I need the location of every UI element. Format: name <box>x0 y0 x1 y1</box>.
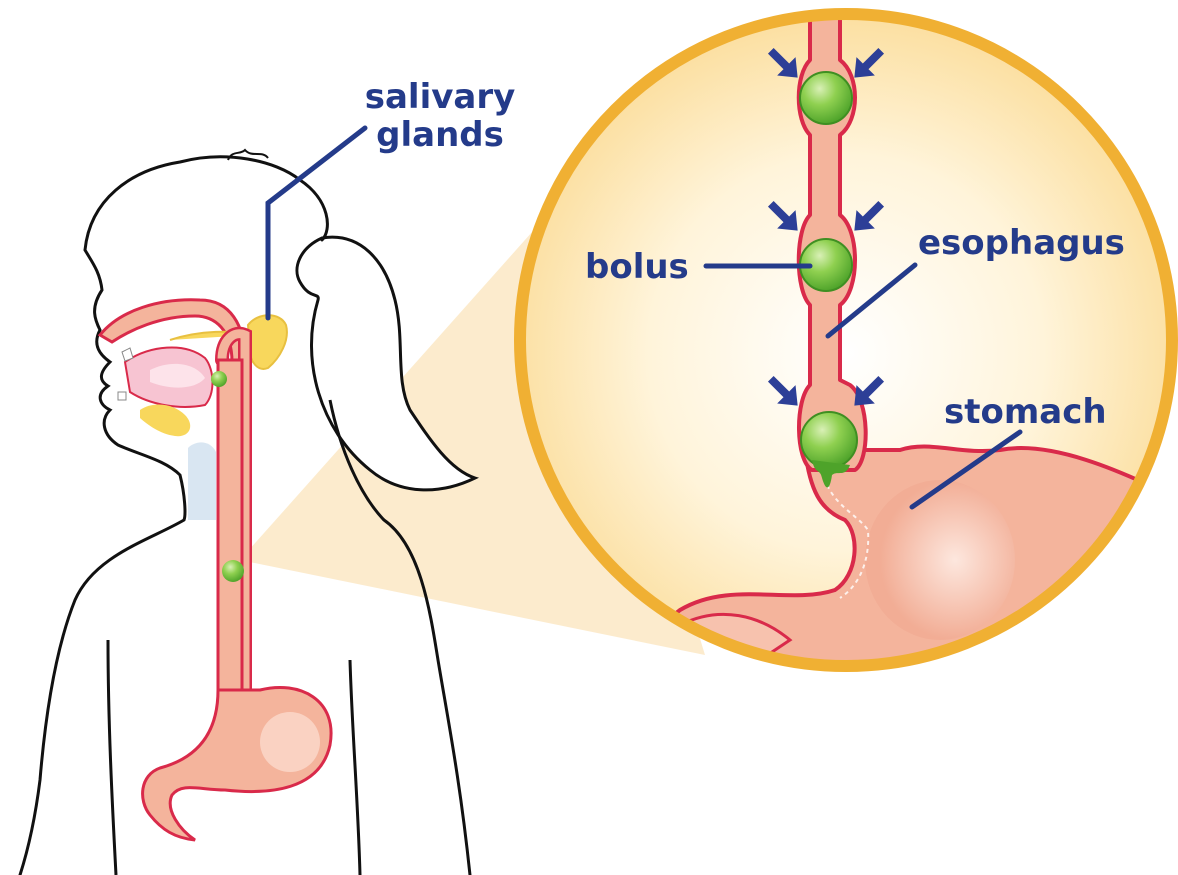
zoom-bolus-top <box>800 72 852 124</box>
bolus-label: bolus <box>585 247 689 287</box>
figure-esophagus <box>218 334 245 700</box>
oral-cavity <box>100 300 287 520</box>
figure-bolus-esophagus <box>222 560 244 582</box>
salivary-glands-label-line1: salivary <box>365 77 516 117</box>
figure-bolus-mouth <box>211 371 227 387</box>
salivary-glands-label-line2: glands <box>376 115 504 155</box>
stomach-label: stomach <box>944 392 1107 432</box>
zoom-bolus-bottom <box>801 412 857 468</box>
esophagus-label: esophagus <box>918 223 1125 263</box>
